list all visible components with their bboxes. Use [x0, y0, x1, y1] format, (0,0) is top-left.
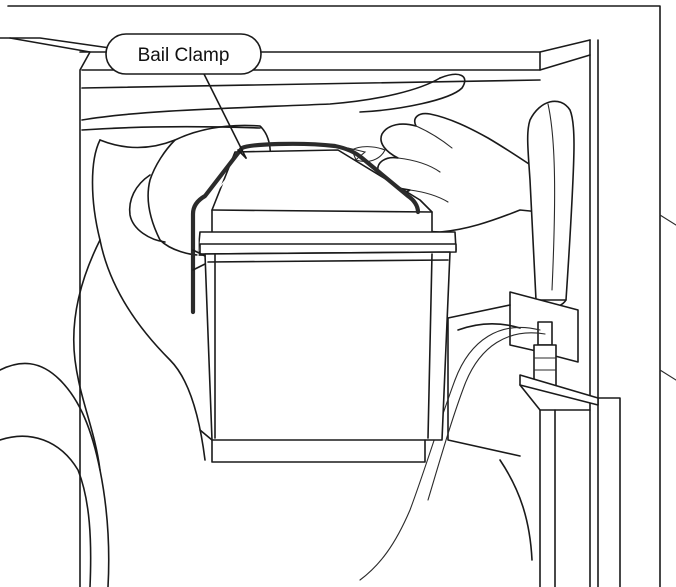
- callout-label: Bail Clamp: [138, 45, 230, 66]
- upper-housing: [81, 73, 466, 131]
- tube-icon: [526, 100, 575, 309]
- callout-box: [105, 33, 262, 75]
- valve-assembly: [447, 291, 621, 587]
- bail-clamp-icon: [190, 141, 421, 315]
- callout: Bail Clamp: [105, 33, 262, 159]
- tank-icon: [197, 149, 457, 463]
